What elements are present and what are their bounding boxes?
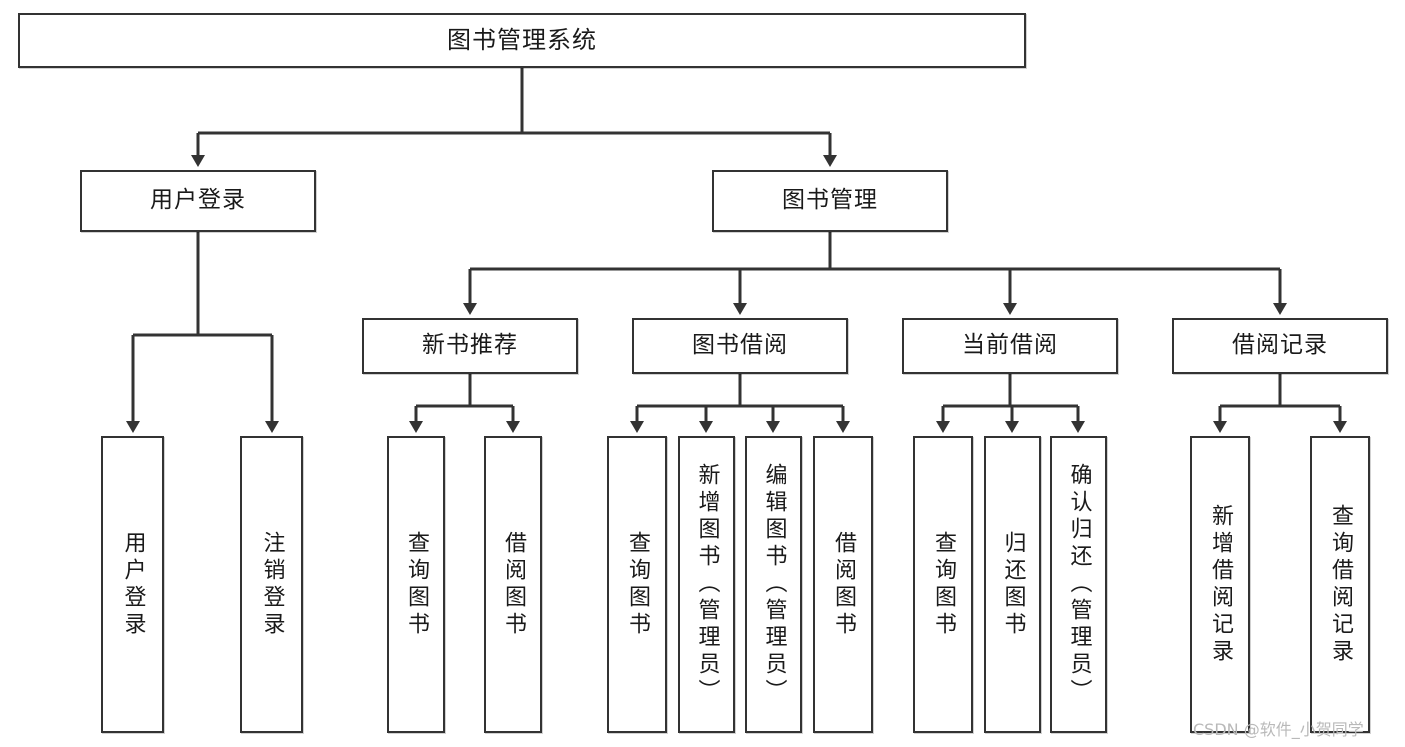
node-label: 确认归还（管理员） (1066, 463, 1092, 706)
node-leaf-query-book-current[interactable]: 查询图书 (913, 436, 973, 733)
node-leaf-add-borrow-record[interactable]: 新增借阅记录 (1190, 436, 1250, 733)
node-label: 借阅图书 (501, 530, 526, 639)
node-label: 查询借阅记录 (1328, 503, 1353, 666)
node-level2-book-borrow[interactable]: 图书借阅 (632, 318, 848, 374)
node-label: 当前借阅 (962, 332, 1058, 359)
node-label: 查询图书 (625, 530, 650, 639)
node-leaf-query-book-borrow[interactable]: 查询图书 (607, 436, 667, 733)
node-label: 用户登录 (150, 187, 246, 214)
node-label: 图书借阅 (692, 332, 788, 359)
node-level2-new-book-recommend[interactable]: 新书推荐 (362, 318, 578, 374)
node-label: 图书管理 (782, 187, 878, 214)
node-label: 新增图书（管理员） (694, 463, 720, 706)
node-label: 新书推荐 (422, 332, 518, 359)
node-label: 归还图书 (1000, 530, 1026, 639)
node-label: 图书管理系统 (447, 26, 597, 55)
node-label: 借阅记录 (1232, 332, 1328, 359)
csdn-watermark: CSDN @软件_小贺同学 (1193, 720, 1364, 739)
node-label: 注销登录 (259, 530, 285, 639)
node-leaf-borrow-book[interactable]: 借阅图书 (813, 436, 873, 733)
node-leaf-query-book-recommend[interactable]: 查询图书 (387, 436, 445, 733)
node-label: 用户登录 (120, 530, 146, 639)
node-label: 借阅图书 (831, 530, 856, 639)
node-level2-current-borrow[interactable]: 当前借阅 (902, 318, 1118, 374)
node-leaf-return-book[interactable]: 归还图书 (984, 436, 1041, 733)
node-level2-borrow-record[interactable]: 借阅记录 (1172, 318, 1388, 374)
node-label: 查询图书 (404, 530, 429, 639)
node-leaf-confirm-return-admin[interactable]: 确认归还（管理员） (1050, 436, 1107, 733)
node-level1-user-login[interactable]: 用户登录 (80, 170, 316, 232)
node-level1-book-management[interactable]: 图书管理 (712, 170, 948, 232)
node-leaf-edit-book-admin[interactable]: 编辑图书（管理员） (745, 436, 802, 733)
node-leaf-query-borrow-record[interactable]: 查询借阅记录 (1310, 436, 1370, 733)
node-leaf-logout[interactable]: 注销登录 (240, 436, 303, 733)
node-label: 查询图书 (931, 530, 956, 639)
node-root[interactable]: 图书管理系统 (18, 13, 1026, 68)
node-leaf-borrow-book-recommend[interactable]: 借阅图书 (484, 436, 542, 733)
node-leaf-add-book-admin[interactable]: 新增图书（管理员） (678, 436, 735, 733)
node-leaf-user-login[interactable]: 用户登录 (101, 436, 164, 733)
node-label: 新增借阅记录 (1208, 503, 1233, 666)
node-label: 编辑图书（管理员） (761, 463, 787, 706)
